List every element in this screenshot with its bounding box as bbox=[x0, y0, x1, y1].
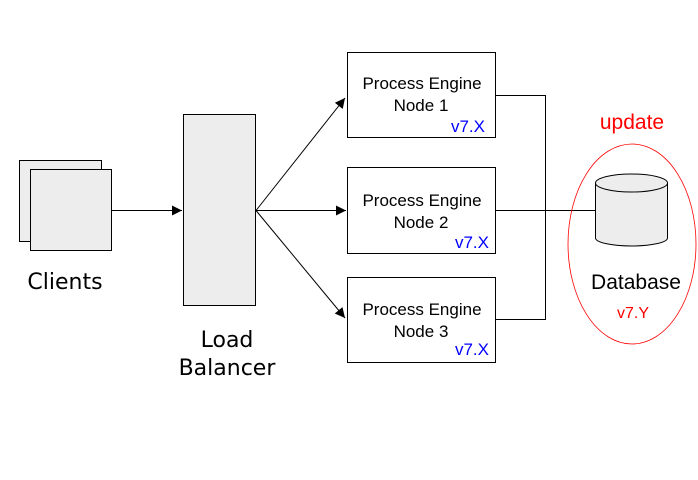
database-cylinder-top bbox=[595, 173, 668, 193]
load-balancer-label-line1: Load bbox=[201, 328, 254, 353]
load-balancer-group: Load Balancer bbox=[179, 114, 277, 381]
database-label: Database bbox=[591, 271, 681, 294]
lb-to-node3-arrow bbox=[255, 210, 346, 319]
process-engine-node-1: Process Engine Node 1 v7.X bbox=[347, 52, 496, 138]
database-cylinder-body bbox=[595, 183, 668, 247]
node-version: v7.X bbox=[455, 340, 489, 359]
node-version: v7.X bbox=[451, 117, 485, 136]
load-balancer-box bbox=[183, 114, 256, 306]
update-highlight-ellipse bbox=[567, 143, 697, 345]
node-box bbox=[347, 52, 496, 138]
client-box-front bbox=[30, 169, 112, 251]
node-version: v7.X bbox=[455, 233, 489, 252]
process-engine-node-3: Process Engine Node 3 v7.X bbox=[347, 277, 496, 363]
clients-label: Clients bbox=[27, 270, 102, 295]
database-group: Database v7.Y bbox=[591, 173, 681, 322]
node-subtitle: Node 3 bbox=[394, 322, 449, 341]
update-label: update bbox=[600, 111, 664, 134]
node-box bbox=[347, 277, 496, 363]
node-title: Process Engine bbox=[362, 191, 481, 210]
node-subtitle: Node 2 bbox=[394, 213, 449, 232]
database-version: v7.Y bbox=[617, 305, 649, 322]
node-subtitle: Node 1 bbox=[394, 96, 449, 115]
node-title: Process Engine bbox=[362, 74, 481, 93]
lb-to-node1-arrow bbox=[255, 97, 346, 211]
clients-group: Clients bbox=[19, 160, 112, 295]
load-balancer-label-line2: Balancer bbox=[179, 356, 277, 381]
node-title: Process Engine bbox=[362, 300, 481, 319]
process-engine-node-2: Process Engine Node 2 v7.X bbox=[347, 167, 496, 254]
nodes-bus-connector bbox=[496, 95, 546, 320]
node-box bbox=[347, 167, 496, 254]
